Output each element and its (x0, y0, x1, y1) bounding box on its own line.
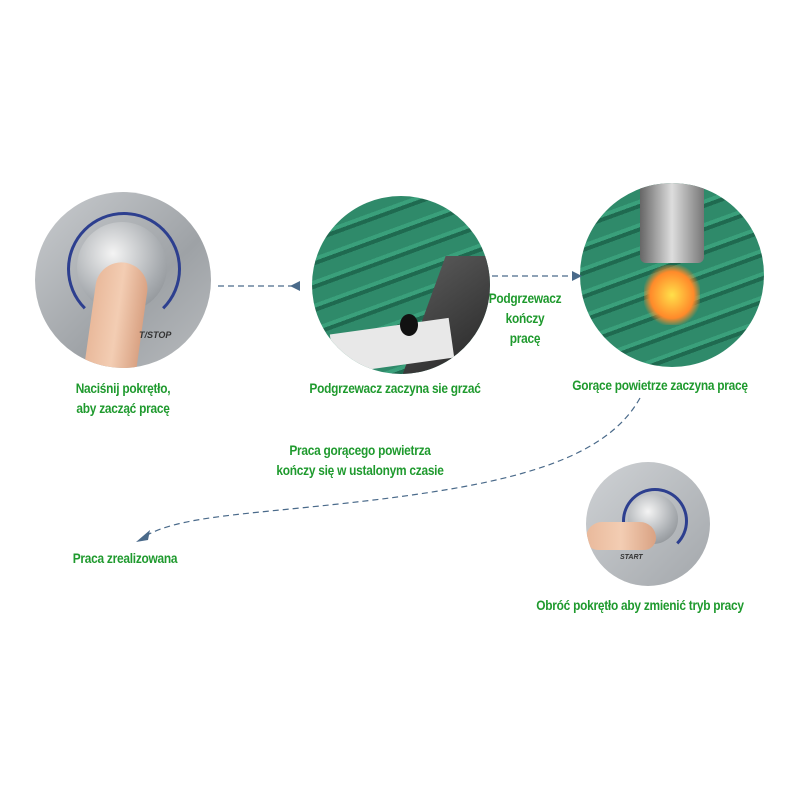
preheater-photo (312, 196, 490, 374)
label-hot-air-starts: Gorące powietrze zaczyna pracę (572, 377, 748, 393)
start-stop-label: T/STOP (139, 330, 172, 340)
knob-ring (67, 212, 181, 326)
knob-press-photo: T/STOP (35, 192, 211, 368)
arrow-hotair-to-done (141, 397, 641, 539)
label-rotate-knob: Obróć pokrętło aby zmienić tryb pracy (536, 597, 744, 613)
start-label: START (620, 554, 643, 561)
nozzle (640, 183, 704, 263)
knob-ring (622, 488, 688, 554)
label-press-knob: Naciśnij pokrętło, aby zacząć pracę (75, 380, 171, 416)
label-preheater-starts: Podgrzewacz zaczyna sie grzać (309, 380, 481, 396)
arrowhead-icon (136, 530, 150, 542)
label-preheater-ends: Podgrzewacz kończy pracę (488, 290, 562, 346)
knob-rotate-photo: START (586, 462, 710, 586)
finger (586, 522, 656, 550)
label-done: Praca zrealizowana (72, 550, 178, 566)
arrowhead-icon (290, 281, 300, 291)
hot-air-flame (644, 265, 700, 325)
label-hot-air-ends: Praca gorącego powietrza kończy się w us… (276, 442, 444, 478)
hot-air-photo (580, 183, 764, 367)
arrowhead-icon (572, 271, 582, 281)
clamp-knob (400, 314, 418, 336)
